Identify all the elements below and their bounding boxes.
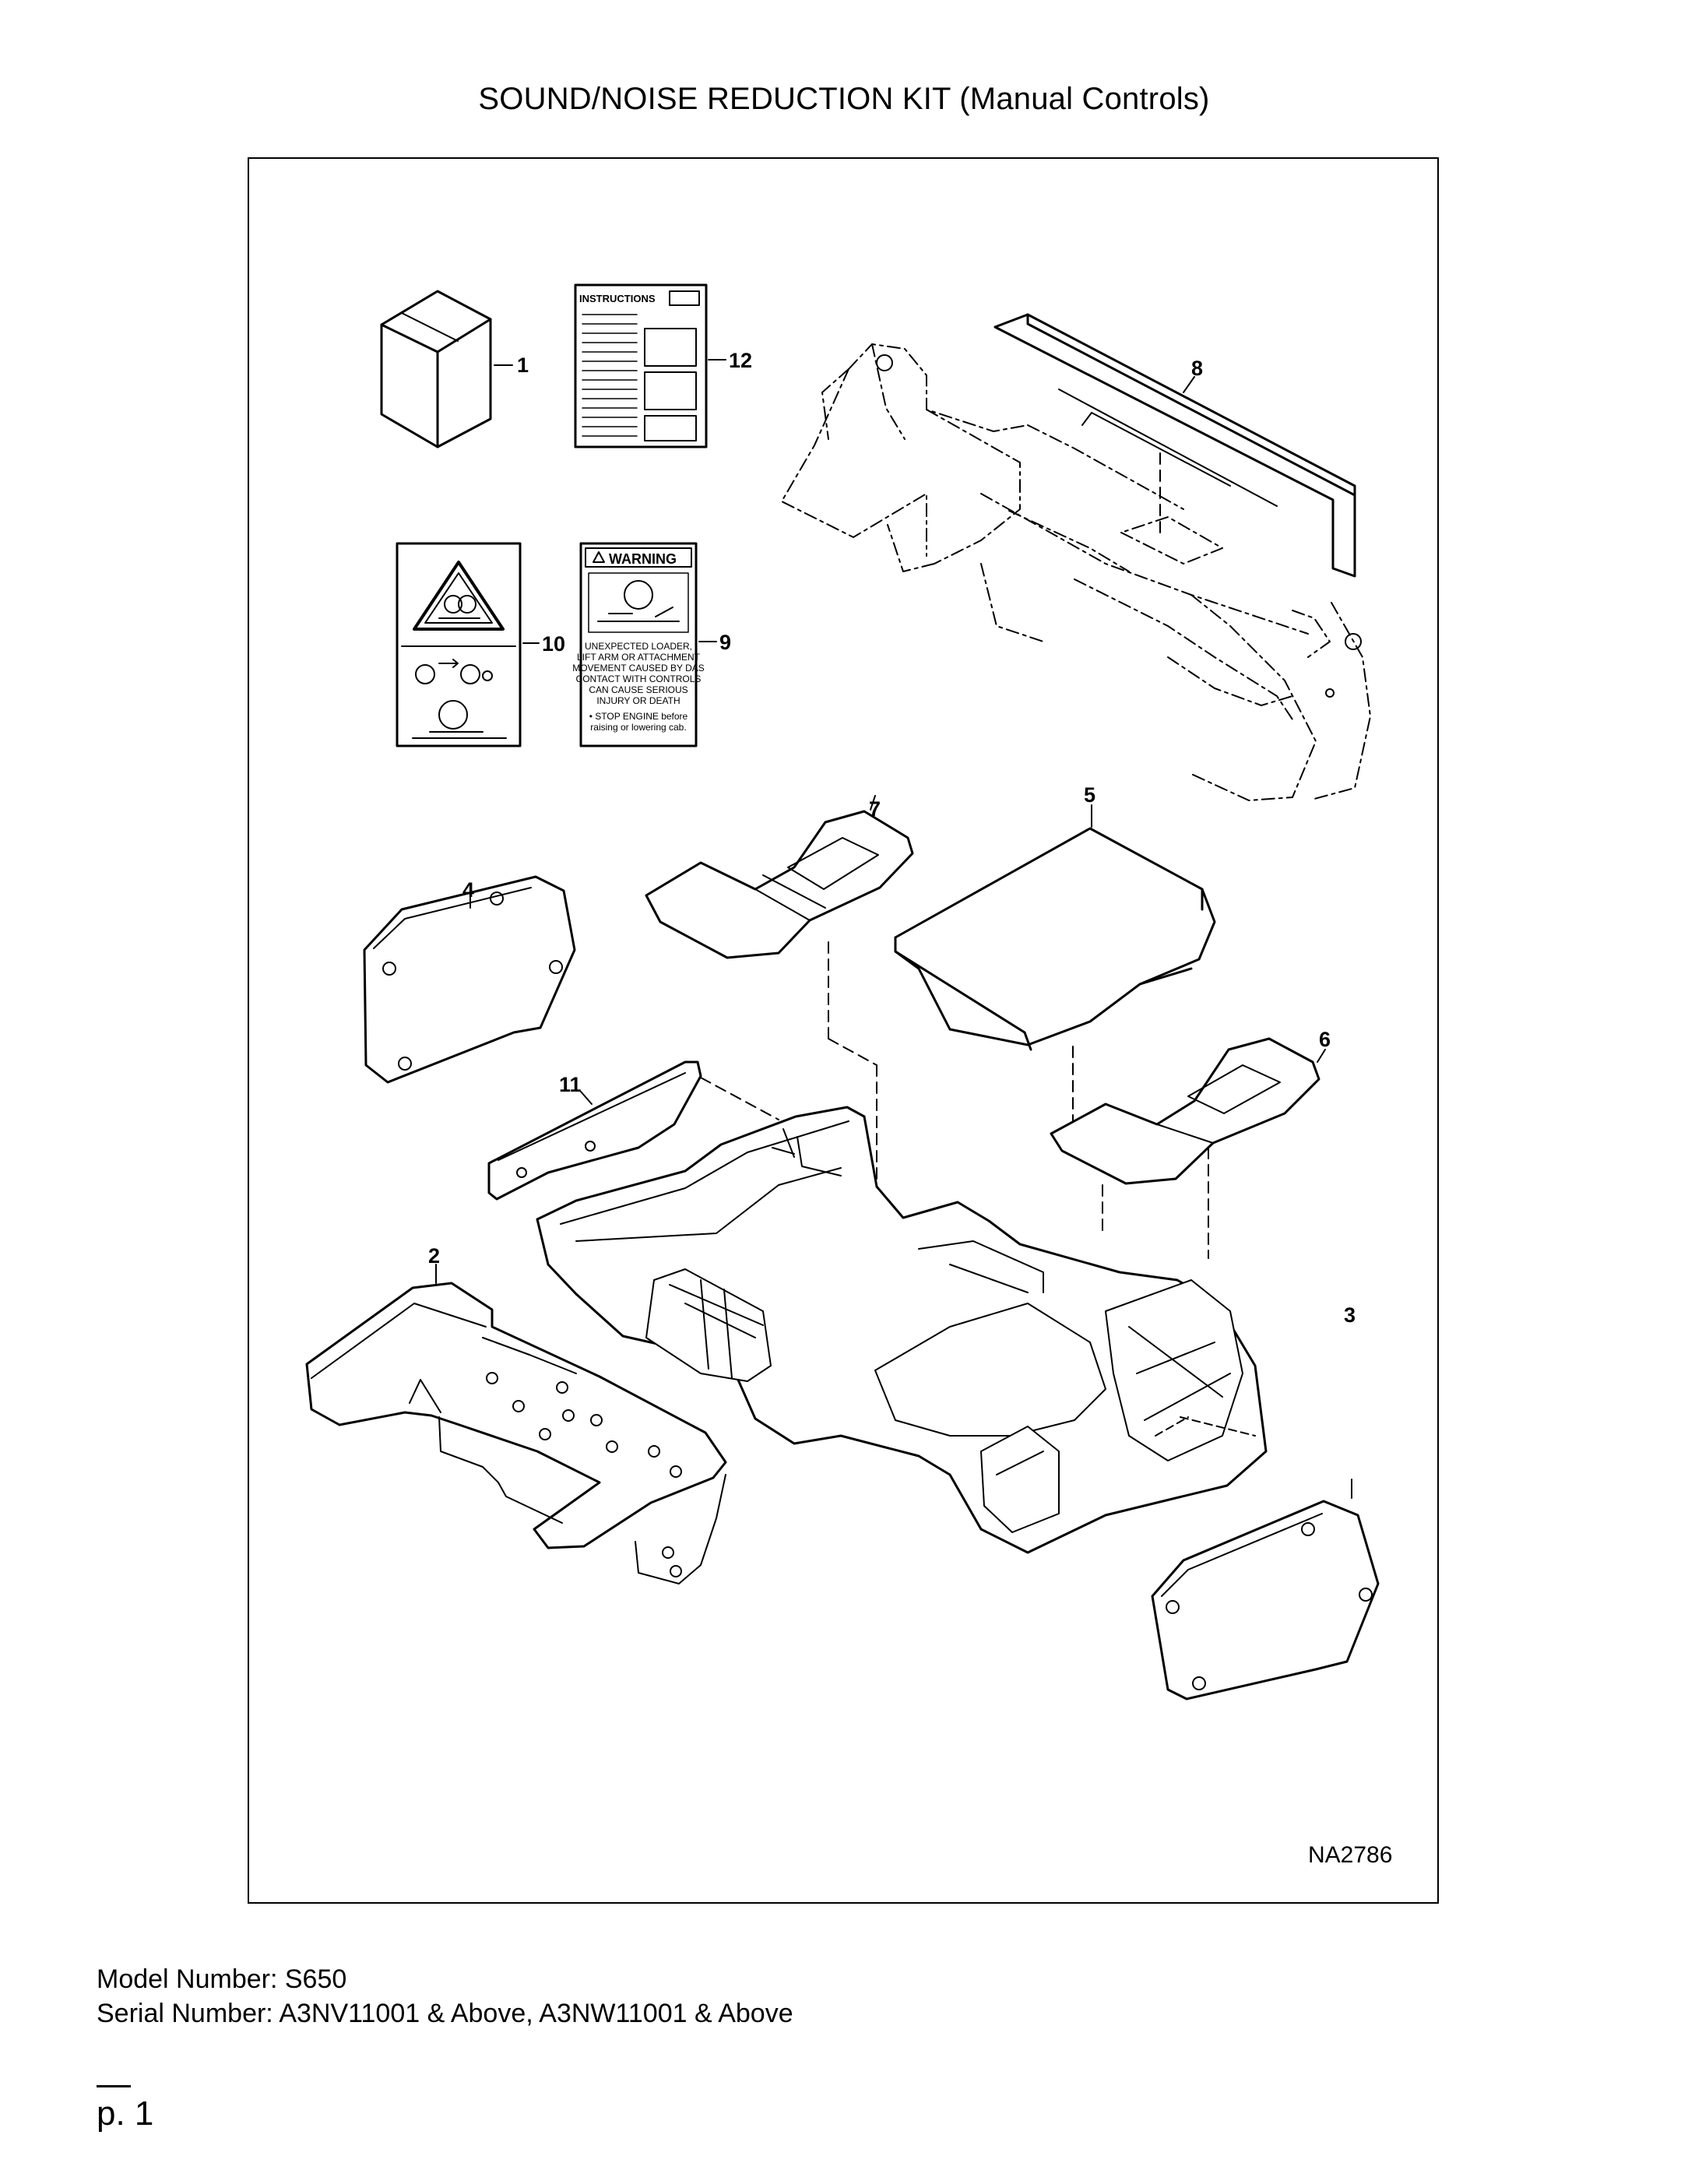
- page-number: p. 1: [97, 2094, 154, 2133]
- warning-line-8: raising or lowering cab.: [590, 722, 686, 733]
- warning-line-6: INJURY OR DEATH: [596, 695, 680, 706]
- warning-line-2: LIFT ARM OR ATTACHMENT: [577, 652, 701, 663]
- part-8-top-panel: [993, 313, 1356, 578]
- part-4-left-side-panel: [363, 875, 576, 1084]
- part-5-cover: [894, 827, 1216, 1051]
- part-12-instruction-sheet: [574, 283, 708, 448]
- callout-6: 6: [1319, 1028, 1331, 1051]
- callout-1: 1: [517, 353, 529, 377]
- parts-diagram-frame: INSTRUCTIONS W: [248, 157, 1439, 1904]
- callout-9: 9: [719, 631, 731, 654]
- page-title: SOUND/NOISE REDUCTION KIT (Manual Contro…: [478, 82, 1210, 116]
- callout-7: 7: [869, 797, 881, 821]
- callout-5: 5: [1084, 783, 1095, 807]
- part-7-left-pad: [645, 810, 914, 959]
- callout-3: 3: [1344, 1303, 1356, 1327]
- callout-4: 4: [462, 878, 474, 902]
- warning-line-1: UNEXPECTED LOADER,: [585, 641, 692, 652]
- part-9-warning-decal: [579, 542, 698, 747]
- part-3-right-side-panel: [1151, 1500, 1380, 1700]
- callout-11: 11: [559, 1073, 582, 1096]
- part-2-floor-pan: [305, 1282, 727, 1584]
- callout-10: 10: [542, 632, 565, 656]
- callout-12: 12: [729, 349, 752, 372]
- part-10-pictorial-decal: [396, 542, 522, 747]
- warning-line-4: CONTACT WITH CONTROLS: [576, 673, 702, 684]
- instructions-label: INSTRUCTIONS: [579, 293, 656, 304]
- callout-8: 8: [1191, 357, 1203, 380]
- part-6-right-pad: [1050, 1037, 1321, 1185]
- model-info: Model Number: S650 Serial Number: A3NV11…: [97, 1962, 793, 2031]
- part-11-strip: [487, 1060, 702, 1201]
- warning-line-3: MOVEMENT CAUSED BY DAS: [572, 663, 705, 673]
- callout-2: 2: [428, 1244, 440, 1268]
- model-number: Model Number: S650: [97, 1964, 347, 1994]
- warning-line-5: CAN CAUSE SERIOUS: [589, 684, 688, 695]
- seat-tunnel-housing: [536, 1106, 1268, 1554]
- warning-line-7: • STOP ENGINE before: [589, 711, 688, 722]
- part-1-foam-block: [380, 290, 492, 448]
- warning-header: WARNING: [609, 551, 677, 567]
- exploded-parts-diagram: INSTRUCTIONS W: [305, 283, 1392, 1868]
- machine-frame-phantom: [781, 343, 1371, 801]
- sheet-id: NA2786: [1308, 1842, 1392, 1868]
- serial-number: Serial Number: A3NV11001 & Above, A3NW11…: [97, 1999, 793, 2028]
- warning-text-lines: UNEXPECTED LOADER, LIFT ARM OR ATTACHMEN…: [572, 641, 705, 733]
- page-rule: [97, 2085, 131, 2087]
